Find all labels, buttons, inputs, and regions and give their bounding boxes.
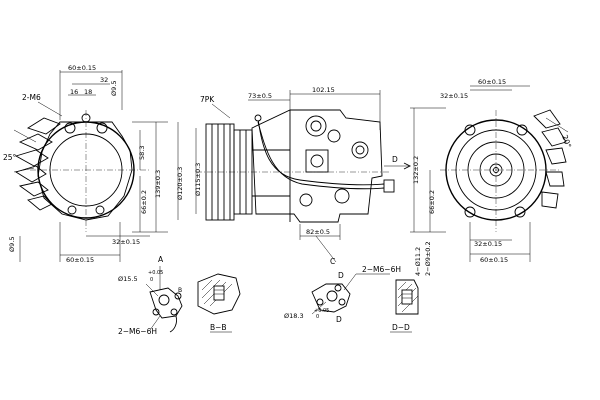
dim-139: 139±0.3 [154,170,162,198]
pk-label: 7PK [200,95,215,104]
view-label-c: C [330,257,335,266]
detail-c-dia: Ø18.3 [284,312,304,320]
detail-c-tol2: 0 [316,314,319,320]
dim-60-top: 60±0.15 [68,64,96,72]
section-dd-label: D−D [392,323,410,332]
dim-66: 66±0.2 [140,190,148,214]
dim-102: 102.15 [312,86,335,94]
left-view: 60±0.15 32 16 18 Ø9.5 2-M6 25° [3,64,168,264]
dim-132: 132±0.2 [412,156,420,184]
section-bb-label: B−B [210,323,227,332]
dim-60-bottom: 60±0.15 [66,256,94,264]
dim-9-5-top: Ø9.5 [110,81,118,96]
dim-32-top: 32±0.15 [440,92,468,100]
detail-d-label-bottom: D [336,315,342,324]
dim-32-bottom: 32±0.15 [112,238,140,246]
detail-a: A Ø15.5 +0.05 0 2−M6−6H B [118,255,183,336]
angle-label: 25° [3,153,17,162]
dim-32: 32 [100,76,108,84]
dim-32-b: 32±0.15 [474,240,502,248]
dim-16b: 18 [84,88,92,96]
dim-60-top: 60±0.15 [478,78,506,86]
dim-82: 82±0.5 [306,228,330,236]
detail-a-thread: 2−M6−6H [118,327,157,336]
fins-left [14,117,61,211]
detail-b-label: B [178,287,182,294]
detail-d-label-top: D [338,271,344,280]
dim-60-b: 60±0.15 [480,256,508,264]
dim-2-holes: 2−Ø9±0.2 [424,241,432,276]
right-view: 32±0.15 60±0.15 20° 132±0.2 66±0 [410,78,573,276]
section-bb: B−B [197,273,241,333]
dim-4-holes: 4−Ø11.2 [414,247,422,276]
dim-120: Ø120±0.3 [176,167,184,200]
dim-66-r: 66±0.2 [428,190,436,214]
dim-73: 73±0.5 [248,92,272,100]
dim-16a: 16 [70,88,78,96]
detail-a-tol2: 0 [150,277,153,283]
dim-115: Ø115±0.3 [194,163,202,196]
middle-view: 7PK 73±0.5 102.15 Ø120±0.3 Ø115±0.3 [176,86,412,266]
detail-a-label: A [158,255,164,264]
detail-a-dia: Ø15.5 [118,275,138,283]
dim-58-3: 58.3 [138,146,146,160]
detail-c-thread: 2−M6−6H [362,265,401,274]
detail-c-tol: +0.05 [314,308,329,314]
detail-c: D 2−M6−6H Ø18.3 +0.05 0 D [284,265,401,324]
section-dd: D−D [390,279,419,333]
detail-a-tol: +0.05 [148,270,163,276]
fins-right [533,109,567,209]
view-label-d: D [392,155,398,164]
dim-9-5-bottom: Ø9.5 [8,237,16,252]
thread-label: 2-M6 [22,93,41,102]
